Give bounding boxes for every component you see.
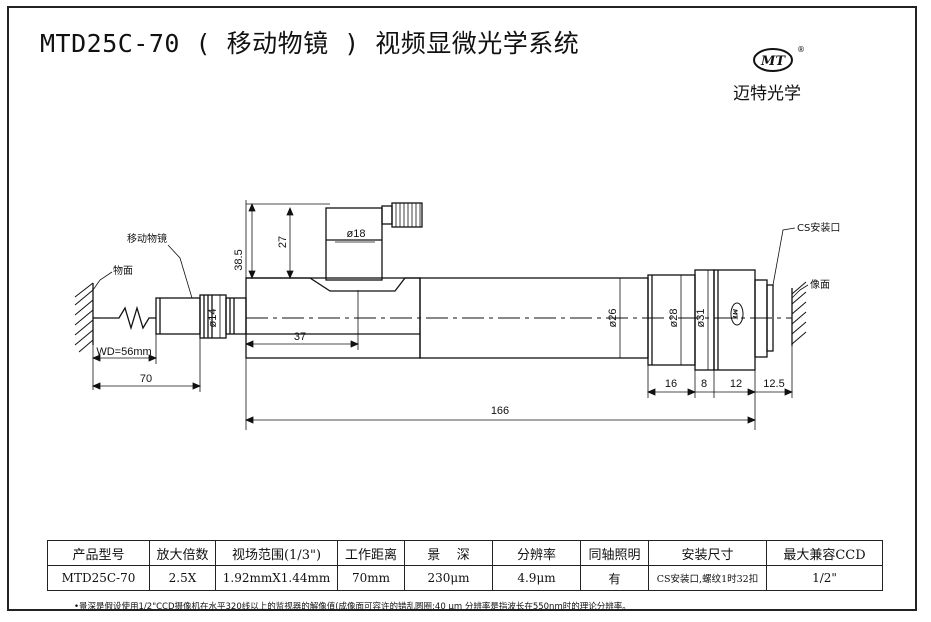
cell-magnification: 2.5X [149, 565, 216, 591]
dim-8: 8 [701, 378, 707, 390]
dim-phi14: ø14 [207, 309, 219, 328]
cell-field-of-view: 1.92mmX1.44mm [215, 565, 338, 591]
dim-phi26: ø26 [607, 309, 619, 328]
spec-table: 产品型号 放大倍数 视场范围(1/3") 工作距离 景 深 分辨率 同轴照明 安… [47, 540, 883, 591]
dim-166: 166 [491, 405, 509, 417]
dim-27: 27 [277, 236, 289, 248]
header-depth-of-field: 景 深 [404, 540, 493, 566]
header-magnification: 放大倍数 [149, 540, 216, 566]
dim-16: 16 [665, 378, 677, 390]
image-plane-hatch [791, 281, 807, 345]
dim-12: 12 [730, 378, 742, 390]
footnote: •景深是假设使用1/2"CCD摄像机在水平320线以上的监视器的解像值(成像面可… [74, 602, 631, 612]
header-max-ccd: 最大兼容CCD [766, 540, 883, 566]
svg-text:MT: MT [731, 309, 738, 320]
brand-name: 迈特光学 [733, 84, 801, 104]
header-mount-size: 安装尺寸 [648, 540, 767, 566]
page-title: MTD25C-70 ( 移动物镜 ) 视频显微光学系统 [40, 29, 580, 58]
lens-logo-icon: MT [730, 302, 744, 326]
cell-model: MTD25C-70 [47, 565, 150, 591]
cell-resolution: 4.9μm [492, 565, 581, 591]
cell-coaxial-light: 有 [580, 565, 649, 591]
brand-logo-text: MT [760, 54, 786, 69]
dim-phi18: ø18 [347, 228, 366, 240]
header-field-of-view: 视场范围(1/3") [215, 540, 338, 566]
label-cs-mount: CS安装口 [797, 221, 840, 234]
header-resolution: 分辨率 [492, 540, 581, 566]
header-coaxial-light: 同轴照明 [580, 540, 649, 566]
drawing-frame [7, 6, 917, 611]
dim-37: 37 [294, 331, 306, 343]
object-plane-hatch [74, 282, 94, 353]
table-row: MTD25C-70 2.5X 1.92mmX1.44mm 70mm 230μm … [47, 565, 883, 591]
cell-max-ccd: 1/2" [766, 565, 883, 591]
cell-working-distance: 70mm [337, 565, 405, 591]
dim-phi28: ø28 [668, 309, 680, 328]
label-object-plane: 物面 [113, 264, 133, 277]
label-image-plane: 像面 [810, 279, 830, 291]
cell-depth-of-field: 230μm [404, 565, 493, 591]
cell-mount-size: CS安装口,螺纹1时32扣 [648, 565, 767, 591]
label-moving-objective: 移动物镜 [127, 232, 167, 245]
dim-38-5: 38.5 [233, 249, 245, 270]
brand-logo-icon: MT ® [753, 45, 805, 72]
spec-table-header: 产品型号 放大倍数 视场范围(1/3") 工作距离 景 深 分辨率 同轴照明 安… [47, 540, 883, 566]
dim-70: 70 [140, 373, 152, 385]
header-working-distance: 工作距离 [337, 540, 405, 566]
dim-12-5: 12.5 [763, 378, 784, 390]
dim-wd: WD=56mm [96, 346, 151, 358]
registered-mark: ® [797, 45, 805, 54]
dim-phi31: ø31 [695, 309, 707, 328]
header-model: 产品型号 [47, 540, 150, 566]
